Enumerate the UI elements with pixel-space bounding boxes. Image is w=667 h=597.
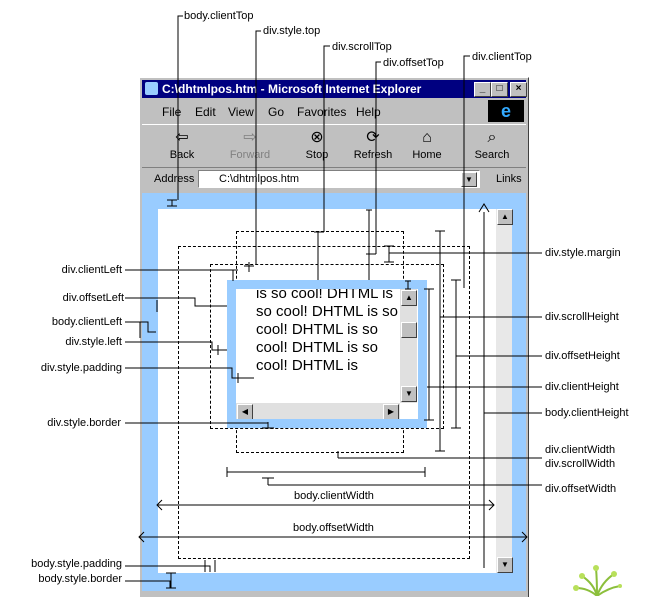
label-div-clientheight: div.clientHeight	[545, 381, 619, 393]
leader-div-scrollheight	[435, 230, 542, 452]
leader-body-clienttop	[177, 15, 183, 200]
back-button[interactable]: ⇦ Back	[154, 127, 210, 165]
address-value: C:\dhtmlpos.htm	[219, 173, 300, 185]
menu-view[interactable]: View	[228, 105, 254, 119]
body-padding-box	[178, 246, 470, 559]
label-body-style-border: body.style.border	[38, 573, 122, 585]
menu-favorites[interactable]: Favorites	[297, 105, 347, 119]
home-button[interactable]: ⌂ Home	[399, 127, 455, 165]
forward-arrow-icon: ⇨	[243, 129, 257, 146]
address-bar: Address C:\dhtmlpos.htm ▼ Links	[142, 168, 526, 190]
leader-body-style-border	[125, 572, 176, 589]
refresh-label: Refresh	[353, 149, 393, 161]
close-button[interactable]: ×	[510, 82, 527, 97]
toolbar: ⇦ Back ⇨ Forward ⊗ Stop ⟳ Refresh ⌂ Home…	[142, 124, 526, 168]
title-bar: C:\dhtmlpos.htm - Microsoft Internet Exp…	[142, 80, 527, 98]
ie-logo-icon: e	[488, 100, 524, 122]
div-scroll-thumb[interactable]	[401, 322, 417, 338]
home-icon: ⌂	[422, 129, 432, 146]
leader-body-clientleft	[125, 321, 156, 338]
div-scroll-right-icon[interactable]: ▶	[383, 404, 399, 419]
label-div-clienttop: div.clientTop	[472, 51, 532, 63]
scroll-up-icon[interactable]: ▲	[497, 209, 513, 225]
label-div-scrollheight: div.scrollHeight	[545, 311, 619, 323]
menu-help[interactable]: Help	[356, 105, 381, 119]
label-div-scrollwidth: div.scrollWidth	[545, 458, 616, 470]
forward-label: Forward	[229, 149, 271, 161]
leader-div-clienttop	[463, 55, 470, 288]
plant-icon	[573, 565, 622, 596]
div-margin-box	[210, 264, 444, 429]
leader-body-clientheight	[478, 203, 542, 568]
div-scroll-left-icon[interactable]: ◀	[237, 404, 253, 419]
label-div-offsetwidth: div.offsetWidth	[545, 483, 617, 495]
label-div-scrolltop: div.scrollTop	[332, 41, 392, 53]
leader-div-style-margin	[384, 245, 542, 263]
label-body-clientleft: body.clientLeft	[51, 316, 122, 328]
div-vertical-scrollbar[interactable]: ▲ ▼	[400, 289, 417, 403]
ie-app-icon	[145, 82, 158, 95]
label-body-style-padding: body.style.padding	[31, 558, 122, 570]
label-div-style-top: div.style.top	[263, 25, 321, 37]
label-body-clienttop: body.clientTop	[184, 10, 254, 22]
div-text: is so cool! DHTML is so cool! DHTML is s…	[256, 289, 398, 374]
address-dropdown-icon[interactable]: ▼	[461, 172, 477, 187]
label-div-offsetheight: div.offsetHeight	[545, 350, 620, 362]
label-div-style-margin: div.style.margin	[545, 247, 621, 259]
div-scroll-down-icon[interactable]: ▼	[401, 386, 417, 402]
label-div-offsettop: div.offsetTop	[383, 57, 444, 69]
leader-div-offsetheight	[451, 279, 542, 429]
search-icon: ⌕	[487, 129, 497, 146]
leader-div-style-padding	[125, 367, 254, 383]
address-input[interactable]: C:\dhtmlpos.htm ▼	[198, 170, 480, 188]
home-label: Home	[412, 149, 442, 161]
label-div-style-border: div.style.border	[47, 417, 121, 429]
back-label: Back	[169, 149, 195, 161]
forward-button[interactable]: ⇨ Forward	[222, 127, 278, 165]
page-scrollbar[interactable]: ▲ ▼	[496, 209, 513, 573]
leader-body-style-padding	[125, 560, 216, 572]
search-label: Search	[474, 149, 510, 161]
leader-div-scrolltop	[323, 45, 330, 232]
menu-bar: File Edit View Go Favorites Help	[142, 101, 526, 121]
label-body-offsetwidth: body.offsetWidth	[293, 522, 374, 534]
label-div-style-padding: div.style.padding	[40, 362, 122, 374]
leader-div-offsetwidth	[262, 477, 542, 486]
scroll-down-icon[interactable]: ▼	[497, 557, 513, 573]
leader-div-style-top	[255, 30, 261, 265]
back-arrow-icon: ⇦	[175, 129, 189, 146]
positioned-div: is so cool! DHTML is so cool! DHTML is s…	[227, 280, 427, 428]
body-clientwidth-arrow	[156, 499, 495, 511]
div-scroll-up-icon[interactable]: ▲	[401, 290, 417, 306]
leader-div-offsettop	[375, 61, 381, 254]
div-horizontal-scrollbar[interactable]: ◀ ▶	[236, 403, 400, 419]
maximize-button[interactable]: □	[491, 82, 508, 97]
stop-label: Stop	[305, 149, 329, 161]
body-offsetwidth-arrow	[138, 531, 528, 543]
address-label: Address	[154, 173, 195, 185]
label-body-clientwidth: body.clientWidth	[294, 490, 374, 502]
div-client-area: is so cool! DHTML is so cool! DHTML is s…	[236, 289, 418, 419]
label-div-clientwidth: div.clientWidth	[545, 444, 616, 456]
label-div-offsetleft: div.offsetLeft	[62, 292, 124, 304]
leader-div-clientleft	[125, 269, 238, 281]
window-title: C:\dhtmlpos.htm - Microsoft Internet Exp…	[162, 82, 422, 96]
stop-icon: ⊗	[310, 129, 324, 146]
search-button[interactable]: ⌕ Search	[464, 127, 520, 165]
leader-div-clientheight	[424, 288, 542, 421]
status-bar	[142, 591, 526, 597]
label-body-clientheight: body.clientHeight	[545, 407, 629, 419]
label-div-clientleft: div.clientLeft	[61, 264, 122, 276]
menu-go[interactable]: Go	[268, 105, 285, 119]
stop-button[interactable]: ⊗ Stop	[289, 127, 345, 165]
leader-div-clientwidth	[337, 451, 542, 459]
menu-edit[interactable]: Edit	[195, 105, 216, 119]
minimize-button[interactable]: _	[474, 82, 491, 97]
links-button[interactable]: Links	[496, 173, 522, 185]
label-div-style-left: div.style.left	[65, 336, 122, 348]
menu-file[interactable]: File	[162, 105, 182, 119]
leader-div-style-left	[125, 341, 227, 355]
leader-div-offsetleft	[125, 297, 227, 312]
